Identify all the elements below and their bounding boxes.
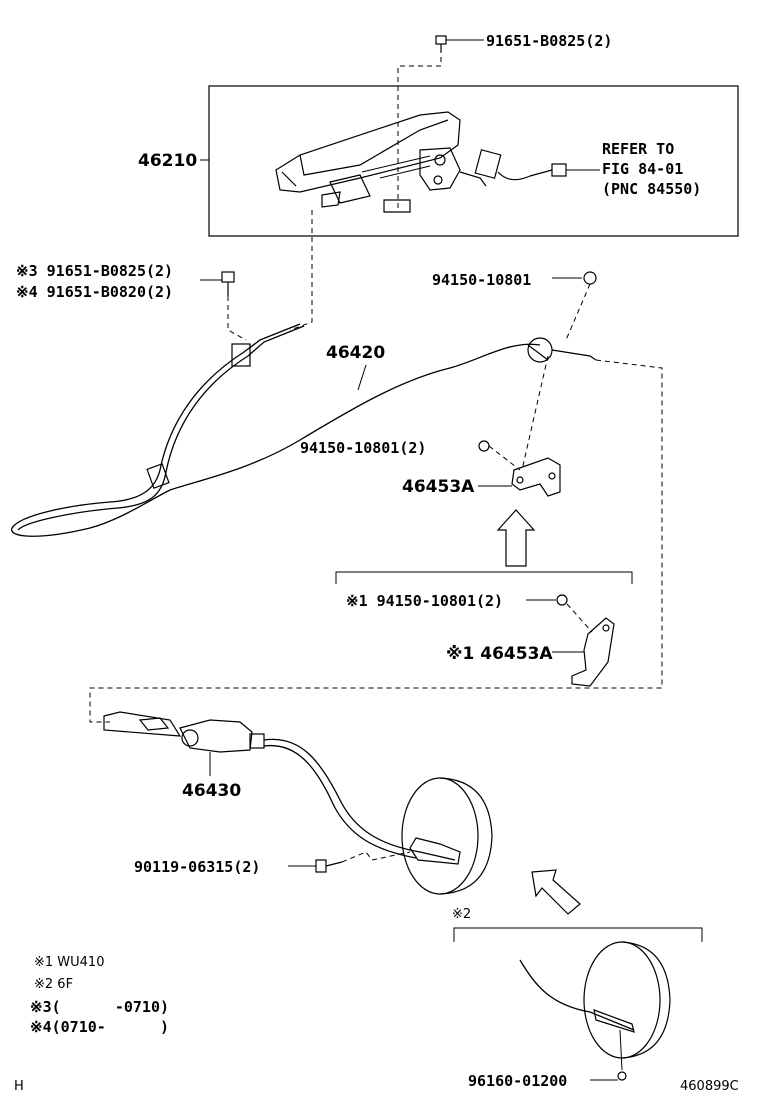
label-alt2-mark: ※2: [452, 907, 471, 922]
dashed-bracket-to-cable: [521, 355, 549, 471]
label-front-cable: 46420: [326, 343, 385, 363]
label-bracket: 46453A: [402, 477, 475, 497]
arrow-up-icon: [496, 509, 536, 567]
label-bolt-note3: ※3 91651-B0825(2): [16, 262, 173, 280]
alt-nut-icon: [556, 594, 568, 606]
nut-right-icon: [583, 271, 597, 285]
note-1: ※1 WU410: [34, 955, 104, 970]
note-4: ※4(0710- ): [30, 1018, 169, 1036]
switch-connector-icon: [459, 149, 600, 187]
note-2: ※2 6F: [34, 977, 73, 992]
arrow-diagonal-icon: [531, 869, 581, 915]
nut-bracket-icon: [478, 440, 490, 452]
label-bolt-lower: 90119-06315(2): [134, 858, 260, 876]
label-bolt-top: 91651-B0825(2): [486, 32, 612, 50]
label-nut-bracket: 94150-10801(2): [300, 439, 426, 457]
alt-brake-drum-icon: [519, 941, 671, 1081]
label-refer-line1: REFER TO: [602, 140, 674, 158]
dashed-nut-bracket: [488, 445, 521, 471]
alt-bracket-icon: [571, 617, 615, 687]
dashed-alt-nut: [566, 603, 593, 633]
label-bolt-note4: ※4 91651-B0820(2): [16, 283, 173, 301]
dashed-nut-right: [565, 283, 591, 341]
label-refer-line3: (PNC 84550): [602, 180, 701, 198]
label-alt-bracket: ※1 46453A: [446, 644, 553, 664]
bracket-icon: [511, 457, 561, 497]
alt2-group-bracket: [453, 927, 703, 942]
parking-brake-lever-icon: [275, 111, 461, 213]
bolt-lower-icon: [315, 859, 343, 873]
lever-assembly-box: [208, 85, 739, 237]
dashed-bolt-lower: [341, 851, 411, 863]
note-3: ※3( -0710): [30, 998, 169, 1016]
dashed-leader-lever-to-cable: [289, 210, 313, 331]
rear-cable-icon: [103, 711, 461, 865]
label-nut-right: 94150-10801: [432, 271, 531, 289]
label-clip-bottom: 96160-01200: [468, 1072, 567, 1090]
dashed-cable-routing: [89, 359, 663, 723]
leader-front-cable: [357, 364, 367, 391]
alt-group-bracket: [335, 571, 633, 584]
label-lever-assy: 46210: [138, 151, 197, 171]
brake-drum-icon: [401, 777, 493, 895]
label-alt-nut: ※1 94150-10801(2): [346, 592, 503, 610]
label-refer-line2: FIG 84-01: [602, 160, 683, 178]
footer-left-mark: H: [14, 1079, 24, 1094]
front-cable-icon: [11, 323, 597, 537]
bolt-cable-icon: [221, 271, 235, 296]
dashed-leader-bolt-cable: [227, 296, 247, 341]
bolt-top-icon: [435, 35, 484, 52]
footer-code: 460899C: [680, 1079, 739, 1094]
dashed-leader-top-bolt: [397, 48, 442, 210]
label-rear-cable: 46430: [182, 781, 241, 801]
